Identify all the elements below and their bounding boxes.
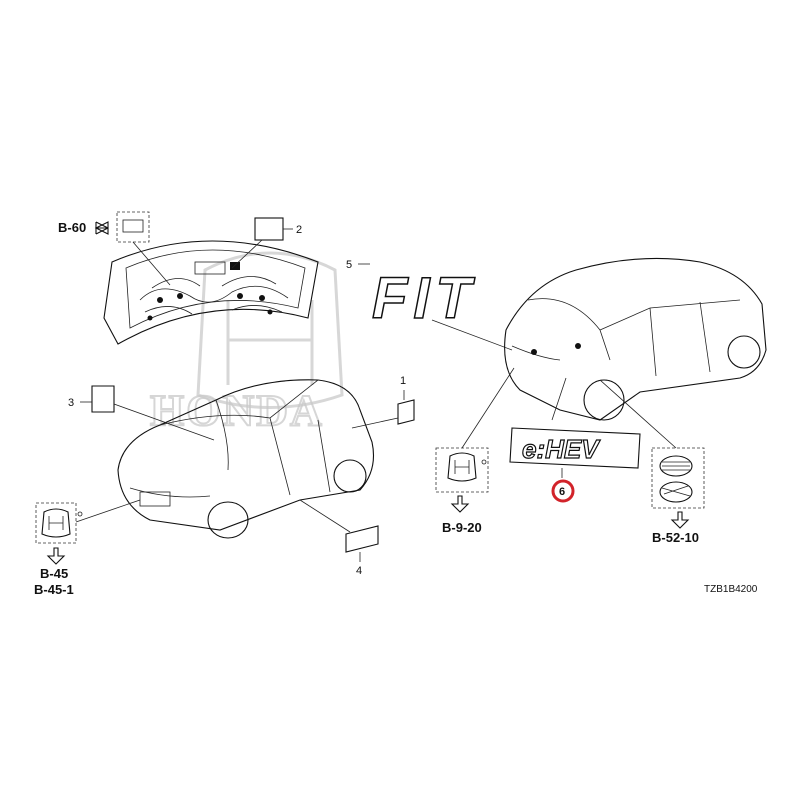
ref-b60[interactable]: B-60: [58, 220, 109, 235]
arrow-left-icon: [95, 221, 109, 235]
ref-label: B-45-1: [34, 582, 74, 597]
hood-assembly: [103, 240, 319, 345]
ehev-emblem: e:HEV: [509, 427, 641, 469]
front-car-view: [117, 379, 375, 539]
callout-4: 4: [356, 565, 362, 577]
arrow-down-icon: [46, 547, 66, 565]
callout-6-highlight[interactable]: 6: [551, 479, 575, 503]
part-2-label: [254, 217, 284, 241]
ref-b52-10-emblem[interactable]: B-52-10: [599, 379, 705, 545]
fit-badge-text: FIT: [372, 266, 477, 331]
ref-label: B-45: [40, 566, 68, 581]
ref-label: B-52-10: [652, 530, 699, 545]
callout-1: 1: [400, 375, 406, 387]
ref-b9-20-emblem[interactable]: B-9-20: [435, 367, 515, 535]
callout-3: 3: [68, 397, 74, 409]
label-placeholder: [116, 211, 150, 243]
rear-car-view: [504, 257, 767, 421]
arrow-down-icon: [450, 495, 470, 513]
ref-label: B-60: [58, 220, 86, 235]
honda-watermark: HONDA: [149, 251, 344, 436]
fit-badge: FIT: [371, 265, 477, 332]
arrow-down-icon: [670, 511, 690, 529]
ref-label: B-9-20: [442, 520, 482, 535]
callout-2: 2: [296, 224, 302, 236]
diagram-code: TZB1B4200: [704, 584, 758, 595]
watermark-text: HONDA: [150, 386, 324, 435]
callout-5: 5: [346, 259, 352, 271]
ehev-text: e:HEV: [522, 434, 601, 464]
ref-b45-emblem[interactable]: B-45 B-45-1: [34, 499, 141, 597]
callout-6: 6: [559, 486, 565, 498]
part-3-label: [91, 385, 115, 413]
part-1-label: [397, 399, 415, 425]
part-4-label: [345, 525, 379, 553]
